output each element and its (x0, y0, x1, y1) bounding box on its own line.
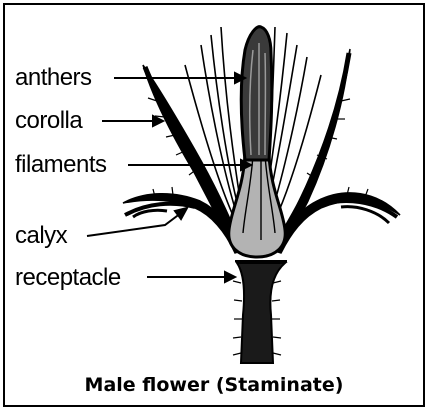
filament-tube (229, 155, 285, 257)
label-anthers: anthers (15, 66, 92, 90)
figure-caption: Male flower (Staminate) (5, 376, 423, 395)
flower-diagram-frame: anthers corolla filaments calyx receptac… (3, 3, 425, 407)
anther-column (241, 27, 272, 160)
label-corolla: corolla (15, 109, 82, 133)
flower-stalk (237, 263, 285, 363)
label-calyx: calyx (15, 224, 67, 248)
label-filaments: filaments (15, 153, 107, 177)
label-receptacle: receptacle (15, 266, 121, 290)
